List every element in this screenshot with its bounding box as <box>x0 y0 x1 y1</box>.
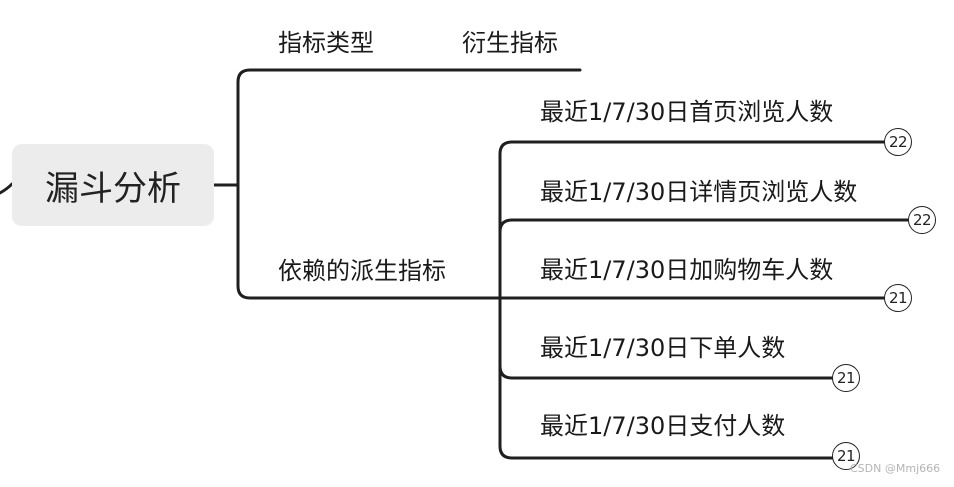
leaf-underline-4 <box>498 364 834 380</box>
count-badge-2-text: 22 <box>912 211 932 229</box>
count-badge-1-text: 22 <box>888 133 908 151</box>
count-badge-5-text: 21 <box>836 447 856 465</box>
leaf-item-1[interactable]: 最近1/7/30日首页浏览人数 <box>540 98 834 126</box>
count-badge-2[interactable]: 22 <box>908 206 936 234</box>
branch-type-value[interactable]: 衍生指标 <box>462 29 558 57</box>
central-topic-label: 漏斗分析 <box>45 168 181 209</box>
count-badge-1[interactable]: 22 <box>884 128 912 156</box>
branch-type-label[interactable]: 指标类型 <box>278 29 374 57</box>
count-badge-4[interactable]: 21 <box>832 364 860 392</box>
central-topic[interactable]: 漏斗分析 <box>12 144 214 226</box>
level2-spine <box>498 152 848 460</box>
level1-spine <box>236 68 582 300</box>
leaf-underline-1 <box>498 140 886 156</box>
leaf-item-3[interactable]: 最近1/7/30日加购物车人数 <box>540 256 834 284</box>
branch-dependent-label[interactable]: 依赖的派生指标 <box>278 257 446 285</box>
count-badge-5[interactable]: 21 <box>832 442 860 470</box>
leaf-item-4[interactable]: 最近1/7/30日下单人数 <box>540 334 786 362</box>
leaf-item-5[interactable]: 最近1/7/30日支付人数 <box>540 412 786 440</box>
count-badge-4-text: 21 <box>836 369 856 387</box>
leaf-underline-2 <box>498 218 910 234</box>
incoming-connector <box>0 182 14 195</box>
count-badge-3[interactable]: 21 <box>884 284 912 312</box>
watermark: CSDN @Mmj666 <box>850 462 941 475</box>
count-badge-3-text: 21 <box>888 289 908 307</box>
leaf-item-2[interactable]: 最近1/7/30日详情页浏览人数 <box>540 178 858 206</box>
